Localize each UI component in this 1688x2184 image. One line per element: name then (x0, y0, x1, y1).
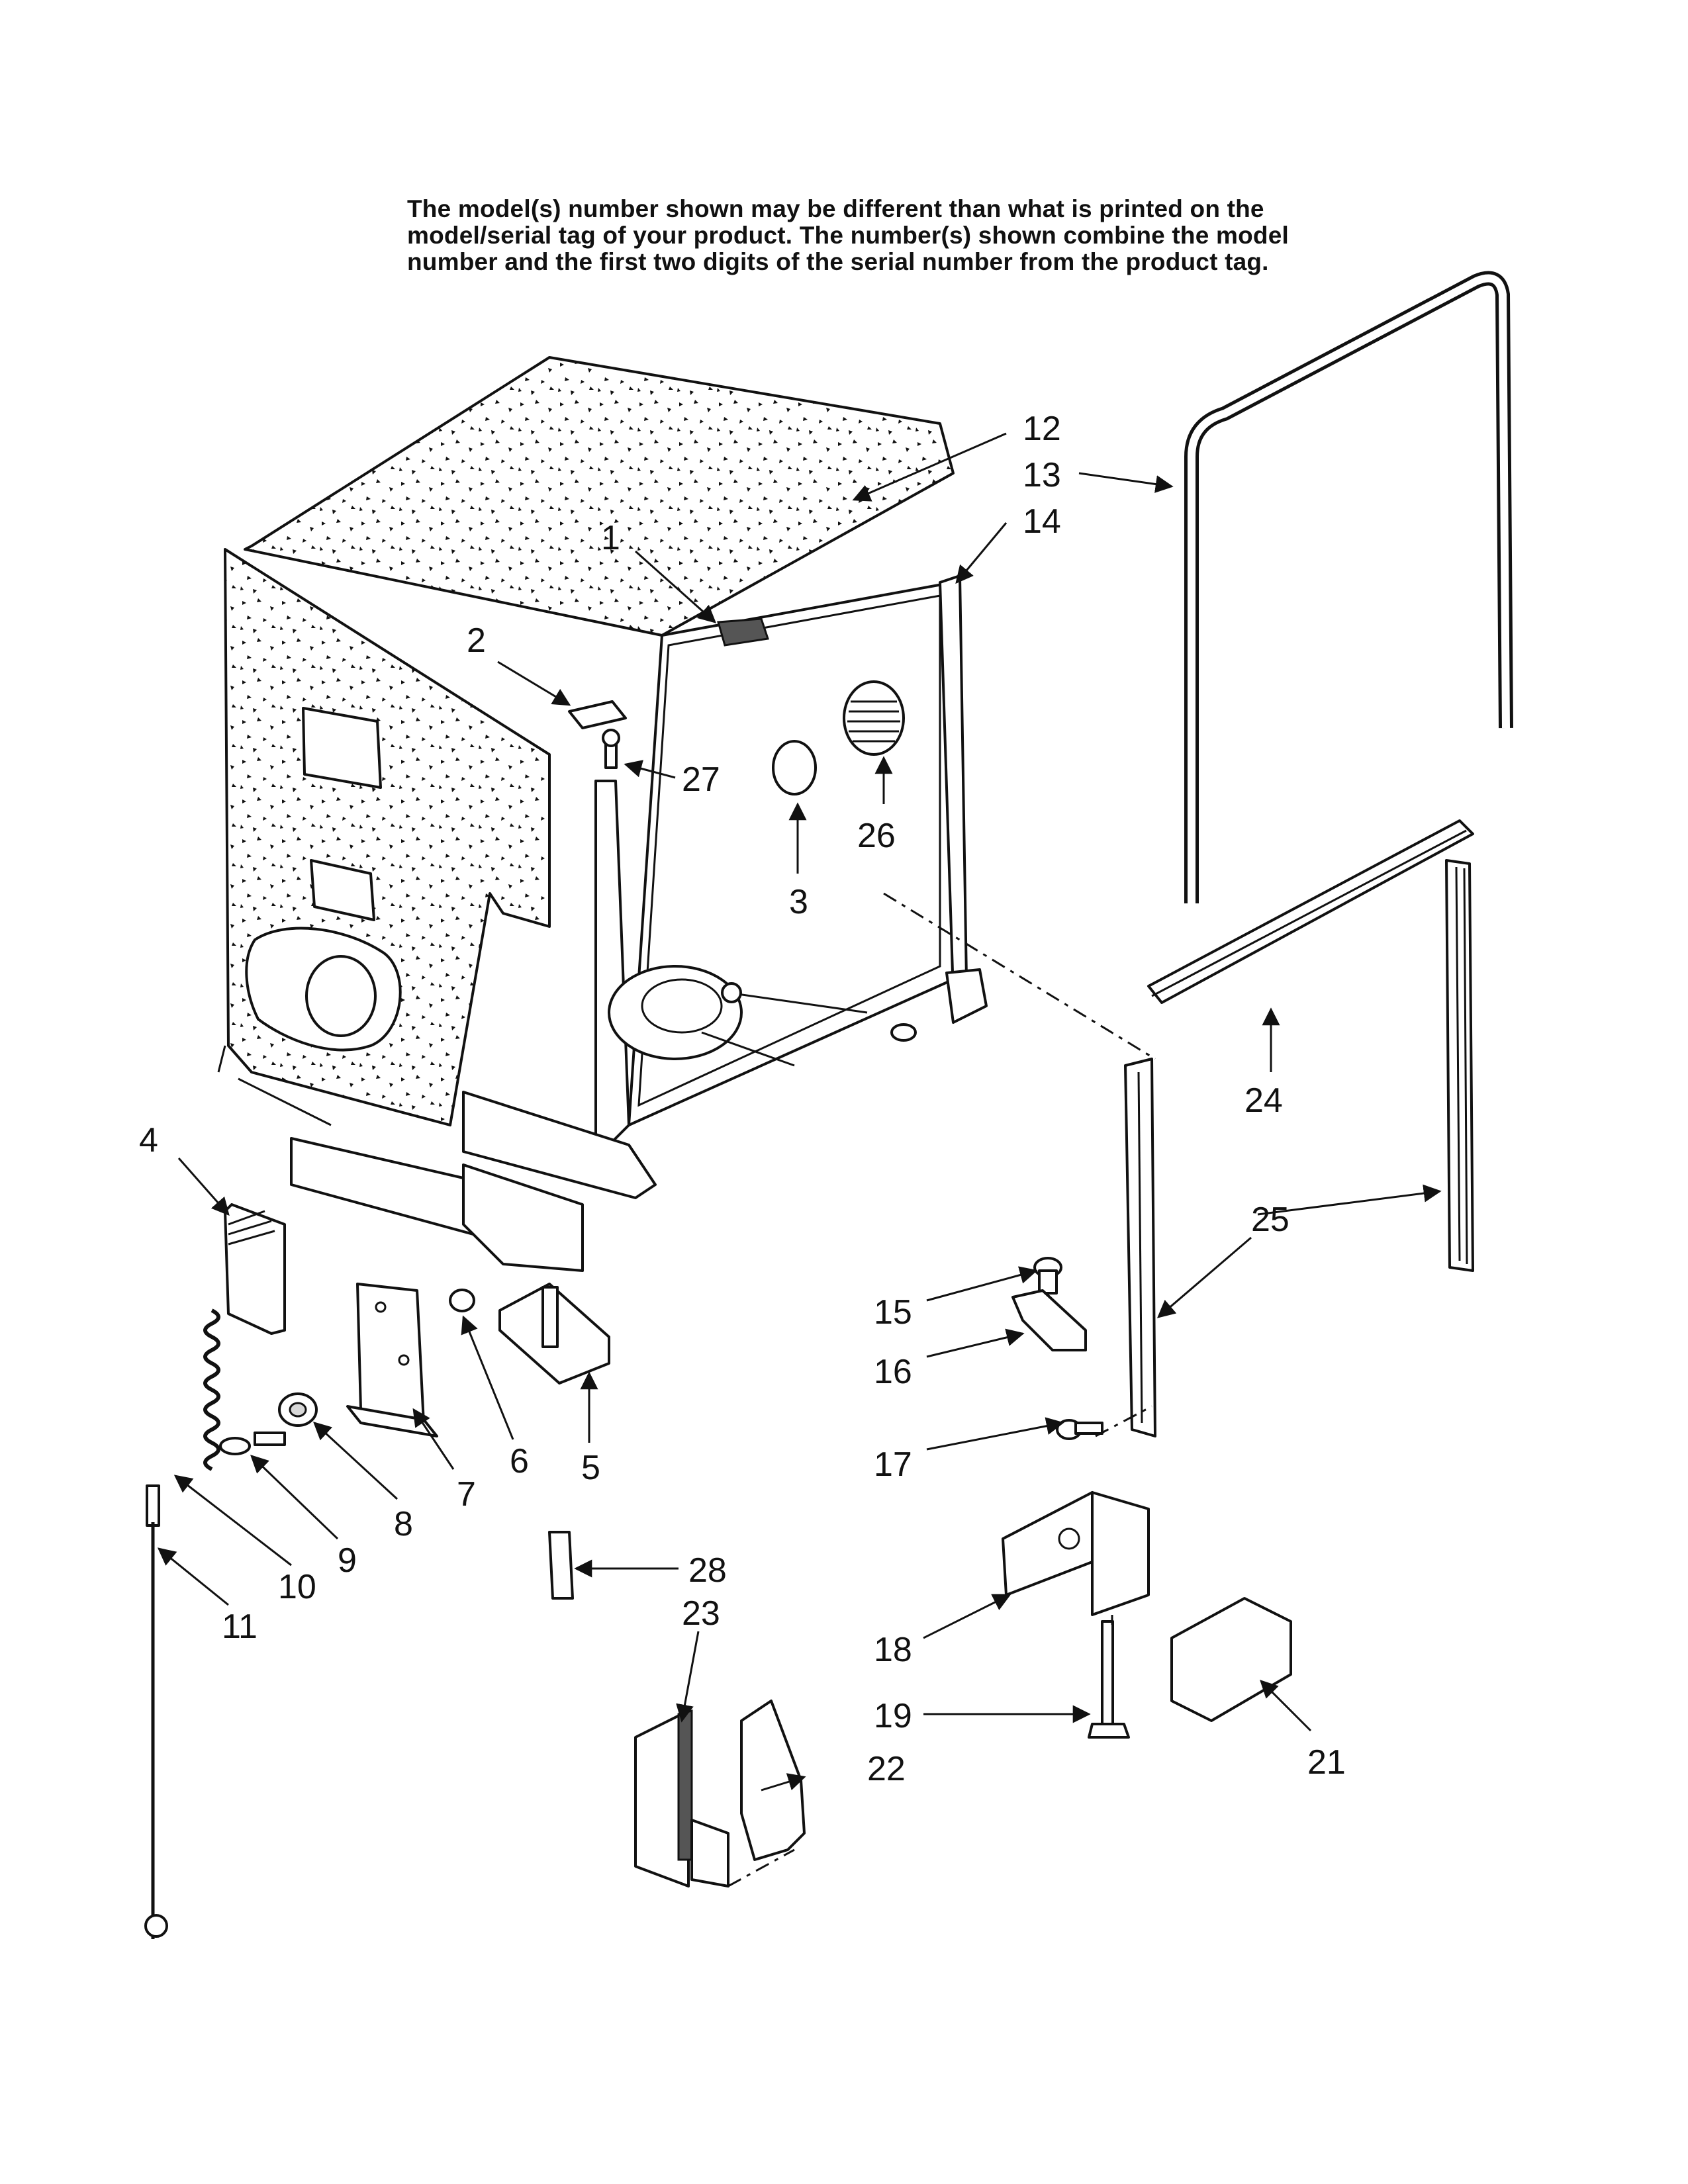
callout-18: 18 (874, 1631, 912, 1669)
part-6-nut (449, 1289, 475, 1312)
callout-12: 12 (1023, 410, 1061, 448)
part-21-cover (1170, 1597, 1292, 1722)
alignment-line-panel (727, 1848, 795, 1888)
callout-1: 1 (601, 519, 620, 557)
tub-insulation-blanket (217, 356, 955, 1126)
note-line-1: The model(s) number shown may be differe… (407, 195, 1264, 222)
part-28-strip (548, 1531, 574, 1600)
part-1-bracket (717, 617, 769, 647)
part-2-strike (568, 700, 627, 729)
part-17-screw (1056, 1419, 1103, 1440)
callout-9: 9 (338, 1541, 357, 1580)
note-line-3: number and the first two digits of the s… (407, 248, 1269, 275)
callout-10: 10 (278, 1568, 316, 1606)
callout-28: 28 (688, 1551, 727, 1590)
callout-26: 26 (857, 817, 896, 855)
part-16-clip (1011, 1289, 1087, 1351)
model-number-note: The model(s) number shown may be differe… (407, 196, 1334, 275)
callout-22: 22 (867, 1750, 906, 1788)
callout-6: 6 (510, 1442, 529, 1480)
part-7-plate (346, 1283, 438, 1437)
part-15-plug (1033, 1257, 1062, 1295)
alignment-line-tub (883, 892, 1156, 1060)
callout-labels: 1 2 3 4 5 6 7 8 9 10 11 12 13 14 15 16 1… (139, 410, 1346, 1788)
part-26-vent (843, 680, 905, 756)
callout-5: 5 (581, 1449, 600, 1487)
part-25-right-seal (1445, 859, 1474, 1272)
callout-21: 21 (1307, 1743, 1346, 1782)
callout-7: 7 (457, 1475, 476, 1514)
note-line-2: model/serial tag of your product. The nu… (407, 222, 1289, 249)
part-13-door-gasket (1184, 271, 1513, 903)
part-23-panel (634, 1709, 729, 1888)
callout-19: 19 (874, 1697, 912, 1735)
part-24-top-rail (1147, 819, 1474, 1004)
part-18-leg-bracket (1002, 1491, 1150, 1616)
part-25-left-seal (1124, 1058, 1156, 1437)
callout-11: 11 (222, 1608, 258, 1646)
part-8-pulley (278, 1392, 318, 1427)
part-22-bracket (740, 1700, 806, 1861)
callout-25: 25 (1251, 1201, 1289, 1239)
part-10-spring (203, 1308, 220, 1471)
callout-14: 14 (1023, 502, 1061, 541)
callout-17: 17 (874, 1445, 912, 1484)
callout-24: 24 (1244, 1081, 1283, 1120)
callout-16: 16 (874, 1353, 912, 1391)
callout-8: 8 (394, 1505, 413, 1543)
part-11-cable (144, 1484, 168, 1939)
callout-15: 15 (874, 1293, 912, 1332)
leader-lines (157, 432, 1442, 1792)
callout-3: 3 (789, 883, 808, 921)
part-19-leveling-leg (1088, 1620, 1130, 1739)
callout-27: 27 (682, 760, 720, 799)
part-3-gasket (772, 740, 817, 796)
callout-13: 13 (1023, 456, 1061, 494)
callout-4: 4 (139, 1121, 158, 1160)
callout-2: 2 (467, 621, 486, 660)
part-9-bolt (219, 1432, 286, 1455)
part-4-bracket (224, 1203, 286, 1335)
part-27-screw (602, 729, 620, 769)
alignment-line-seal (1095, 1405, 1152, 1437)
part-5-hinge-bracket (498, 1283, 610, 1385)
callout-23: 23 (682, 1594, 720, 1633)
